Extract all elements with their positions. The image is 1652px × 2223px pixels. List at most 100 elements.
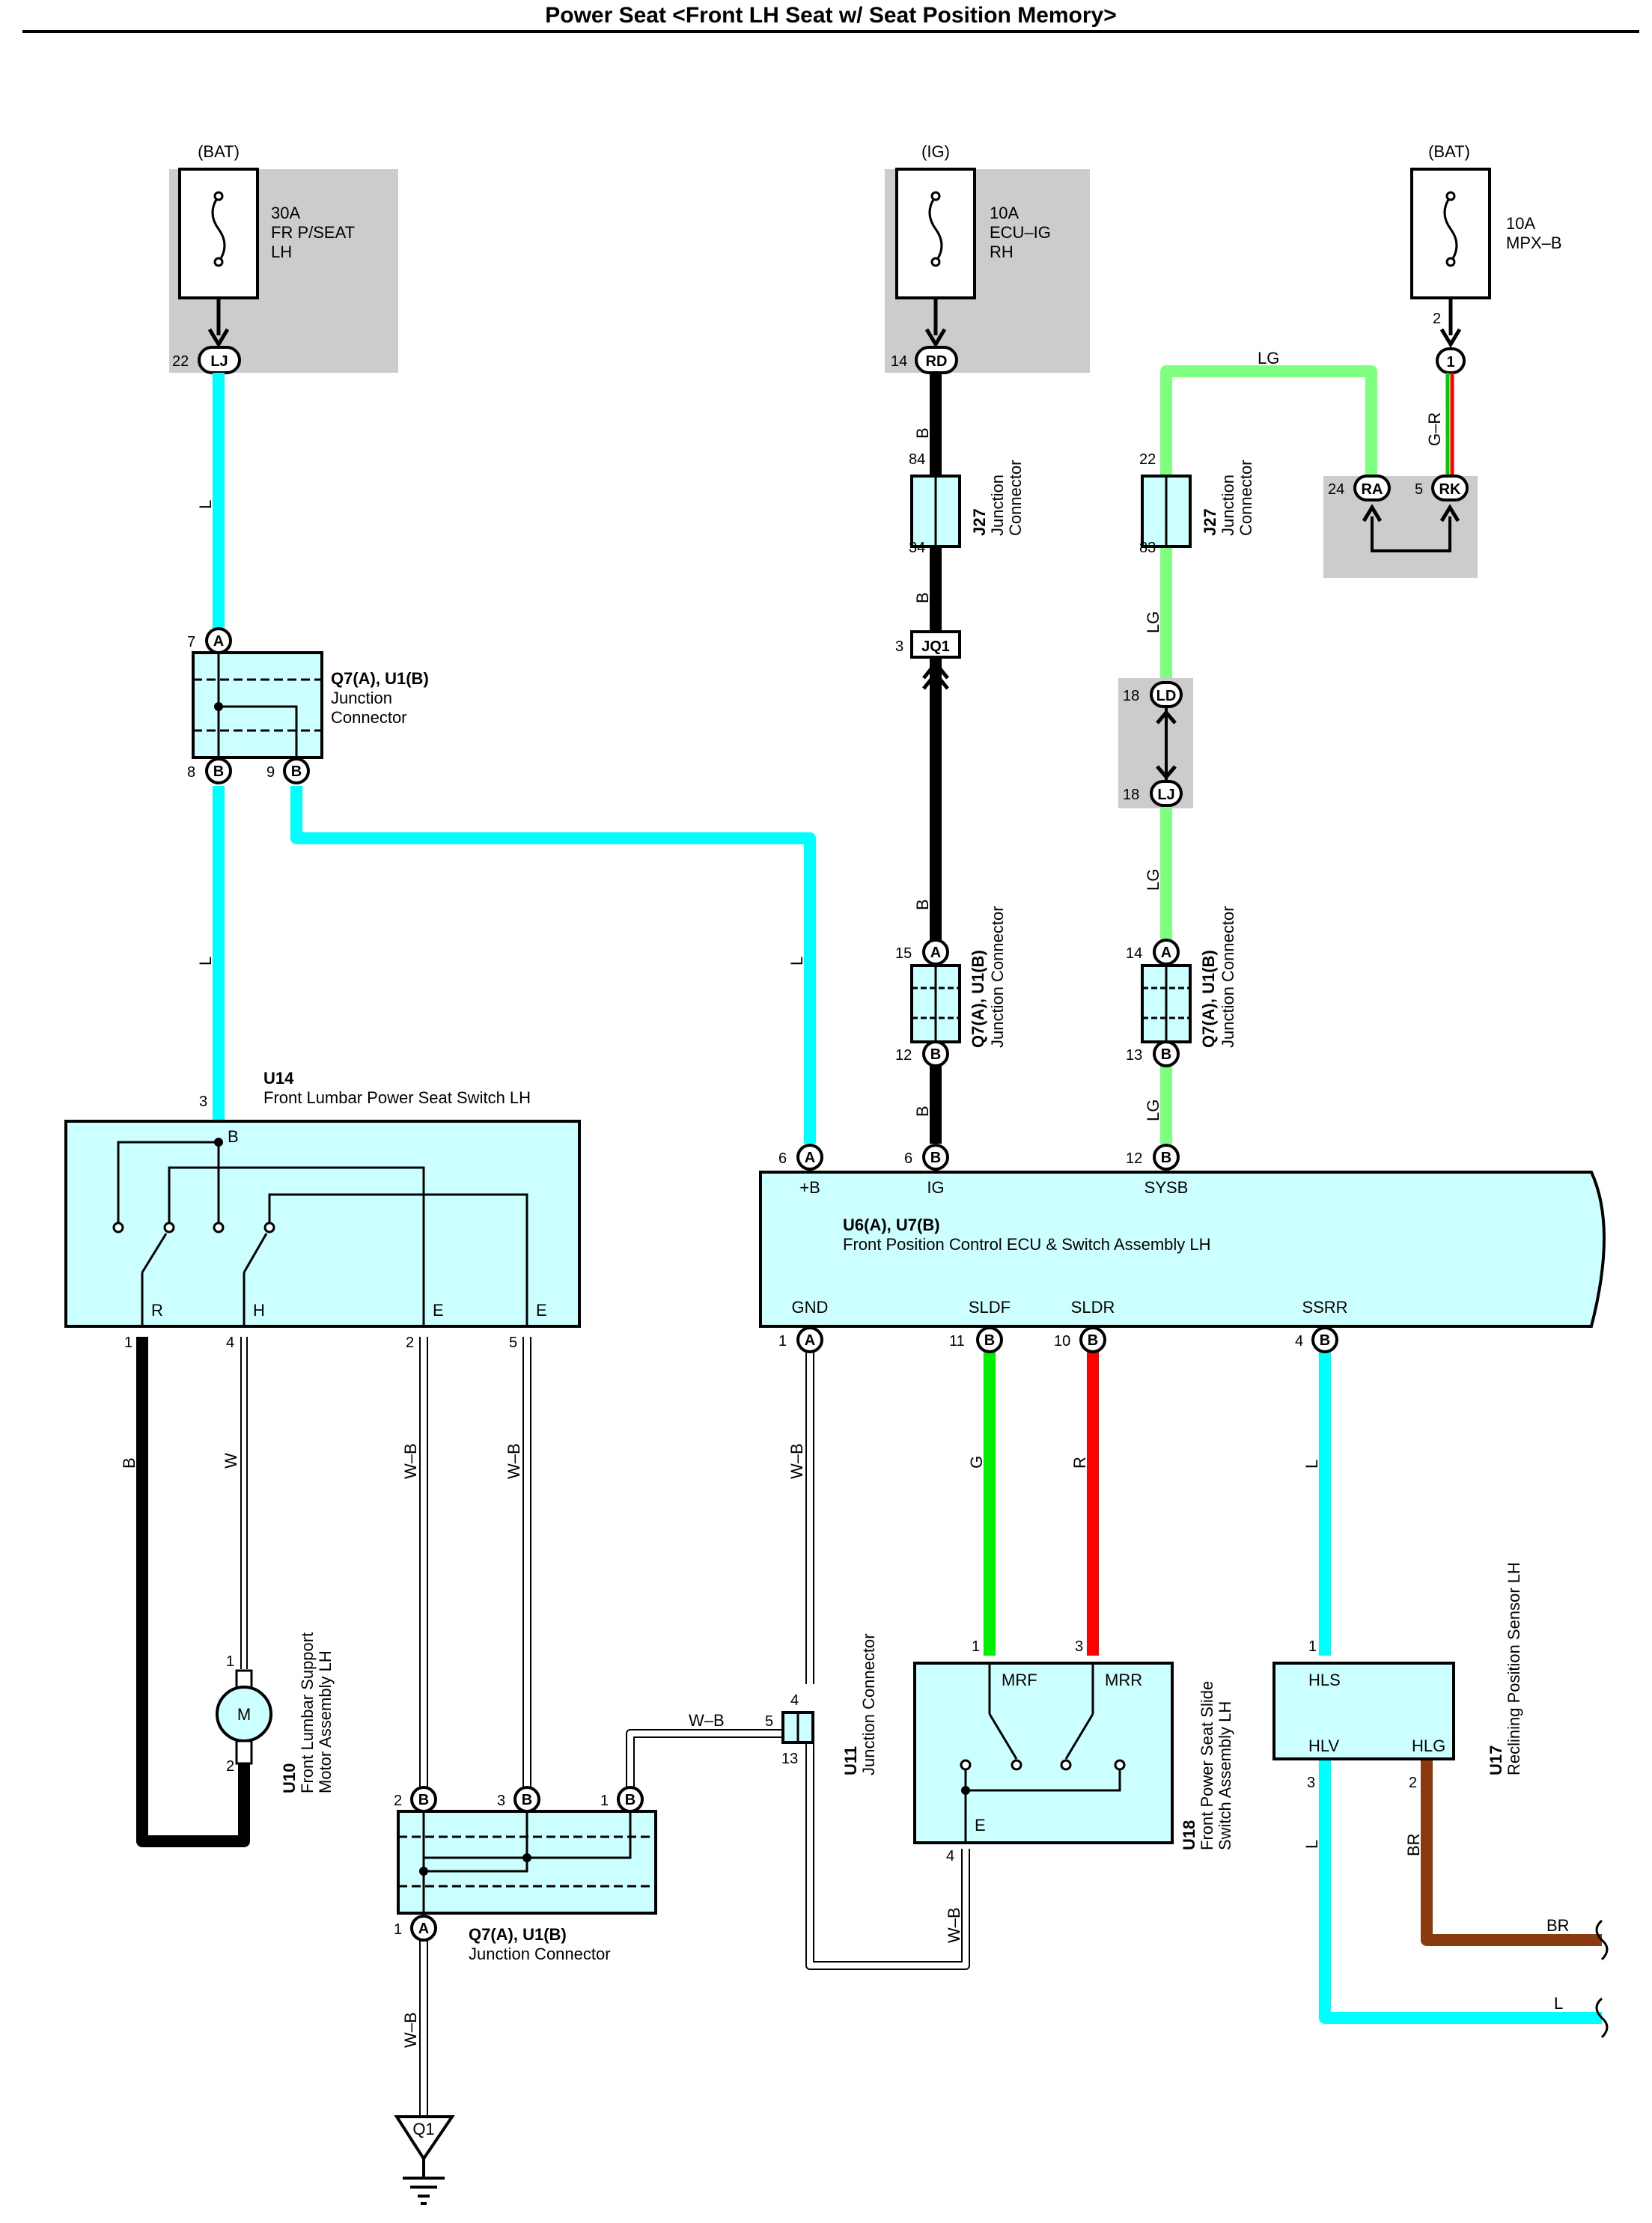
- connector-label: 1: [1446, 354, 1454, 370]
- junction-j27-lg: 22 83 J27 Junction Connector: [1139, 451, 1255, 556]
- junction-u11: 4 5 13 U11 Junction Connector: [765, 1633, 878, 1775]
- connector-id: Q7(A), U1(B): [469, 1925, 567, 1944]
- pin-letter: B: [984, 1332, 995, 1349]
- component-name: Front Lumbar Power Seat Switch LH: [263, 1088, 531, 1107]
- junction-ld-lj: LD 18 LJ 18: [1118, 678, 1193, 808]
- fuse-name-2: LH: [271, 243, 292, 261]
- pin-number: 4: [1295, 1333, 1303, 1350]
- wire-label-lg: LG: [1144, 1100, 1162, 1121]
- pin-number: 84: [909, 451, 925, 468]
- terminal-label: E: [536, 1301, 547, 1320]
- wire-label-b: B: [913, 1106, 932, 1117]
- component-id: U10: [280, 1763, 299, 1793]
- pin-number: 18: [1123, 688, 1139, 704]
- component-name: Front Lumbar Support: [298, 1632, 317, 1793]
- terminal-label: SSRR: [1302, 1298, 1347, 1317]
- wire-label-r: R: [1070, 1457, 1089, 1469]
- motor-icon: M: [237, 1705, 251, 1724]
- pin-number: 14: [1126, 945, 1142, 962]
- wire-label-w-b: W–B: [401, 2012, 420, 2048]
- pin-letter: A: [418, 1921, 429, 1937]
- pin-letter: B: [418, 1792, 429, 1808]
- wire-label-lg: LG: [1144, 612, 1162, 633]
- component-u10: M 1 2 U10 Front Lumbar Support Motor Ass…: [216, 1632, 335, 1793]
- component-name-2: Switch Assembly LH: [1216, 1701, 1234, 1850]
- terminal-label: +B: [799, 1178, 820, 1197]
- connector-label: RA: [1362, 481, 1383, 498]
- terminal-label: E: [433, 1301, 444, 1320]
- pin-letter: A: [930, 945, 941, 961]
- pin-letter: B: [1161, 1046, 1171, 1063]
- fuse-rating: 30A: [271, 204, 300, 222]
- wire-label-l: L: [196, 957, 215, 966]
- pin-number: 24: [1328, 481, 1344, 498]
- pin-letter: A: [1161, 945, 1171, 961]
- terminal-label: SLDR: [1071, 1298, 1115, 1317]
- connector-desc: Connector: [1006, 460, 1025, 536]
- connector-label: LD: [1156, 688, 1177, 704]
- pin-letter: B: [930, 1046, 941, 1063]
- wire-label-lg: LG: [1144, 869, 1162, 891]
- pin-number: 12: [895, 1047, 912, 1064]
- pin-number: 4: [790, 1692, 799, 1709]
- pin-number: 1: [778, 1333, 787, 1350]
- pin-number: 83: [1139, 540, 1156, 556]
- pin-number: 4: [226, 1335, 234, 1351]
- wire-label-g: G: [967, 1456, 986, 1469]
- connector-label: JQ1: [921, 638, 950, 655]
- junction-q7-lg: A 14 B 13 Q7(A), U1(B) Junction Connecto…: [1126, 906, 1237, 1067]
- wires: [136, 365, 1602, 2115]
- wire-label-w: W: [222, 1453, 240, 1469]
- component-name-2: Motor Assembly LH: [316, 1650, 335, 1793]
- wire-label-lg: LG: [1258, 349, 1279, 368]
- ground-label: Q1: [412, 2120, 434, 2138]
- diagram-title: Power Seat <Front LH Seat w/ Seat Positi…: [545, 3, 1117, 28]
- junction-q7-ig: A 15 B 12 Q7(A), U1(B) Junction Connecto…: [895, 906, 1007, 1067]
- pin-letter: B: [1320, 1332, 1330, 1349]
- pin-number: 22: [172, 353, 189, 370]
- pin-letter: B: [213, 763, 224, 780]
- connector-desc: Junction: [988, 475, 1007, 536]
- pin-number: 1: [600, 1793, 609, 1809]
- component-name: Front Power Seat Slide: [1198, 1681, 1216, 1850]
- pin-number: 5: [509, 1335, 517, 1351]
- terminal-label: SYSB: [1144, 1178, 1189, 1197]
- connector-label: LJ: [1157, 787, 1174, 803]
- pin-number: 9: [266, 764, 275, 781]
- pin-number: 2: [226, 1758, 234, 1775]
- component-name: Front Position Control ECU & Switch Asse…: [843, 1235, 1211, 1254]
- continuation-markers: BR L: [1546, 1916, 1609, 2039]
- pin-number: 15: [895, 945, 912, 962]
- wire-label-l: L: [1302, 1460, 1321, 1469]
- connector-id: J27: [1201, 508, 1219, 536]
- pin-number: 22: [1139, 451, 1156, 468]
- terminal-label: MRF: [1002, 1671, 1037, 1689]
- pin-number: 34: [909, 540, 925, 556]
- terminal-label: GND: [792, 1298, 829, 1317]
- wire-label-b: B: [913, 592, 932, 603]
- connector-label: RD: [926, 353, 948, 370]
- fuse-name: MPX–B: [1506, 234, 1562, 252]
- fuse-source-label: (IG): [921, 142, 950, 161]
- fuse-name: ECU–IG: [990, 223, 1051, 242]
- connector-label: RK: [1439, 481, 1461, 498]
- component-u18: 1 3 MRF MRR E 4 U18 Front Power Seat Sli…: [913, 1638, 1234, 1864]
- terminal-label: HLS: [1308, 1671, 1341, 1689]
- wire-label-g-r: G–R: [1425, 412, 1444, 446]
- junction-q7-bottom: B 2 B 3 B 1 A 1 Q7(A), U1(B) Junction Co…: [394, 1786, 657, 1963]
- fuse-source-label: (BAT): [198, 142, 240, 161]
- pin-number: 5: [1415, 481, 1423, 498]
- terminal-label: R: [151, 1301, 163, 1320]
- wire-label-l: L: [196, 500, 215, 509]
- pin-letter: A: [213, 633, 224, 650]
- terminal-label: MRR: [1105, 1671, 1142, 1689]
- pin-number: 8: [187, 764, 195, 781]
- pin-number: 3: [895, 638, 903, 655]
- terminal-label: SLDF: [969, 1298, 1011, 1317]
- pin-number: 14: [891, 353, 907, 370]
- pin-letter: B: [291, 763, 302, 780]
- pin-letter: B: [625, 1792, 635, 1808]
- fuse-fr-pseat-lh: (BAT) 30A FR P/SEAT LH LJ 22: [169, 142, 398, 374]
- pin-number: 1: [124, 1335, 132, 1351]
